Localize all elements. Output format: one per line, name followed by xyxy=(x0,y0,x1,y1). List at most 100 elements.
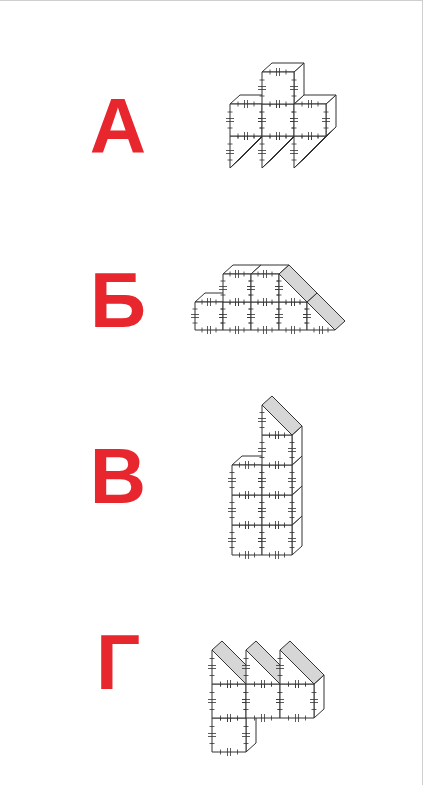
edge-tick xyxy=(228,538,236,539)
edge-tick xyxy=(230,714,231,722)
edge-tick xyxy=(300,300,301,305)
edge-tick xyxy=(245,521,246,529)
edge-tick xyxy=(278,431,279,439)
edge-tick xyxy=(258,421,266,422)
edge-tick xyxy=(295,680,296,688)
edge-tick xyxy=(238,298,239,306)
edge-tick xyxy=(249,281,254,282)
block-side-face xyxy=(307,293,345,330)
edge-tick xyxy=(275,314,283,315)
edge-tick xyxy=(254,102,255,107)
edge-tick xyxy=(258,121,266,122)
edge-tick xyxy=(263,298,264,306)
block-figure xyxy=(226,63,336,168)
edge-tick xyxy=(260,517,265,518)
edge-tick xyxy=(324,112,329,113)
edge-tick xyxy=(238,270,239,278)
edge-tick xyxy=(258,481,266,482)
edge-tick xyxy=(238,134,239,139)
edge-tick xyxy=(235,270,236,278)
edge-tick xyxy=(258,448,266,449)
block-figure xyxy=(191,265,345,334)
edge-tick xyxy=(254,493,255,498)
edge-tick xyxy=(305,323,310,324)
edge-tick xyxy=(260,502,265,503)
edge-tick xyxy=(261,714,262,722)
edge-tick xyxy=(275,314,283,315)
edge-tick xyxy=(242,665,250,666)
edge-tick xyxy=(290,457,295,458)
edge-tick xyxy=(244,743,249,744)
edge-tick xyxy=(279,132,280,140)
edge-tick xyxy=(239,463,240,468)
edge-tick xyxy=(258,153,266,154)
edge-tick xyxy=(260,532,265,533)
edge-tick xyxy=(260,412,265,413)
edge-tick xyxy=(237,682,238,687)
edge-tick xyxy=(275,521,276,529)
block-piece xyxy=(258,396,302,439)
edge-tick xyxy=(210,658,215,659)
edge-tick xyxy=(202,300,203,305)
edge-tick xyxy=(278,461,279,469)
block-front-face xyxy=(294,104,326,136)
edge-tick xyxy=(271,716,272,721)
edge-tick xyxy=(284,553,285,558)
edge-tick xyxy=(242,733,250,734)
edge-tick xyxy=(226,150,234,151)
edge-tick xyxy=(248,521,249,529)
edge-tick xyxy=(258,538,266,539)
edge-tick xyxy=(275,521,276,529)
edge-tick xyxy=(208,665,216,666)
edge-tick xyxy=(288,481,296,482)
edge-tick xyxy=(270,102,271,107)
edge-tick xyxy=(249,309,254,310)
edge-tick xyxy=(260,472,265,473)
edge-tick xyxy=(275,431,276,439)
block-piece xyxy=(276,641,324,688)
edge-tick xyxy=(221,323,226,324)
edge-tick xyxy=(300,300,301,305)
edge-tick xyxy=(238,134,239,139)
edge-tick xyxy=(244,272,245,277)
edge-tick xyxy=(276,100,277,108)
block-front-face xyxy=(212,650,246,684)
edge-tick xyxy=(286,102,287,107)
edge-tick xyxy=(260,547,265,548)
edge-tick xyxy=(230,328,231,333)
edge-tick xyxy=(290,532,295,533)
edge-tick xyxy=(275,317,283,318)
edge-tick xyxy=(290,89,298,90)
edge-tick xyxy=(263,270,264,278)
edge-tick xyxy=(249,323,254,324)
edge-tick xyxy=(260,457,265,458)
edge-tick xyxy=(258,328,259,333)
edge-tick xyxy=(264,680,265,688)
edge-tick xyxy=(248,491,249,499)
edge-tick xyxy=(284,463,285,468)
edge-tick xyxy=(230,680,231,688)
edge-tick xyxy=(258,481,266,482)
edge-tick xyxy=(269,523,270,528)
edge-tick xyxy=(269,433,270,438)
edge-tick xyxy=(276,702,284,703)
edge-tick xyxy=(230,300,231,305)
edge-tick xyxy=(278,551,279,559)
edge-tick xyxy=(276,668,284,669)
edge-tick xyxy=(260,427,265,428)
edge-tick xyxy=(244,132,245,140)
edge-tick xyxy=(227,714,228,722)
edge-tick xyxy=(247,317,255,318)
edge-tick xyxy=(216,300,217,305)
block-side-face xyxy=(279,265,317,302)
block-front-face xyxy=(232,525,262,555)
edge-tick xyxy=(220,716,221,721)
edge-tick xyxy=(277,295,282,296)
edge-tick xyxy=(284,493,285,498)
edge-tick xyxy=(292,96,297,97)
edge-tick xyxy=(311,132,312,140)
edge-tick xyxy=(247,286,255,287)
block-front-face xyxy=(195,302,223,330)
edge-tick xyxy=(278,521,279,529)
